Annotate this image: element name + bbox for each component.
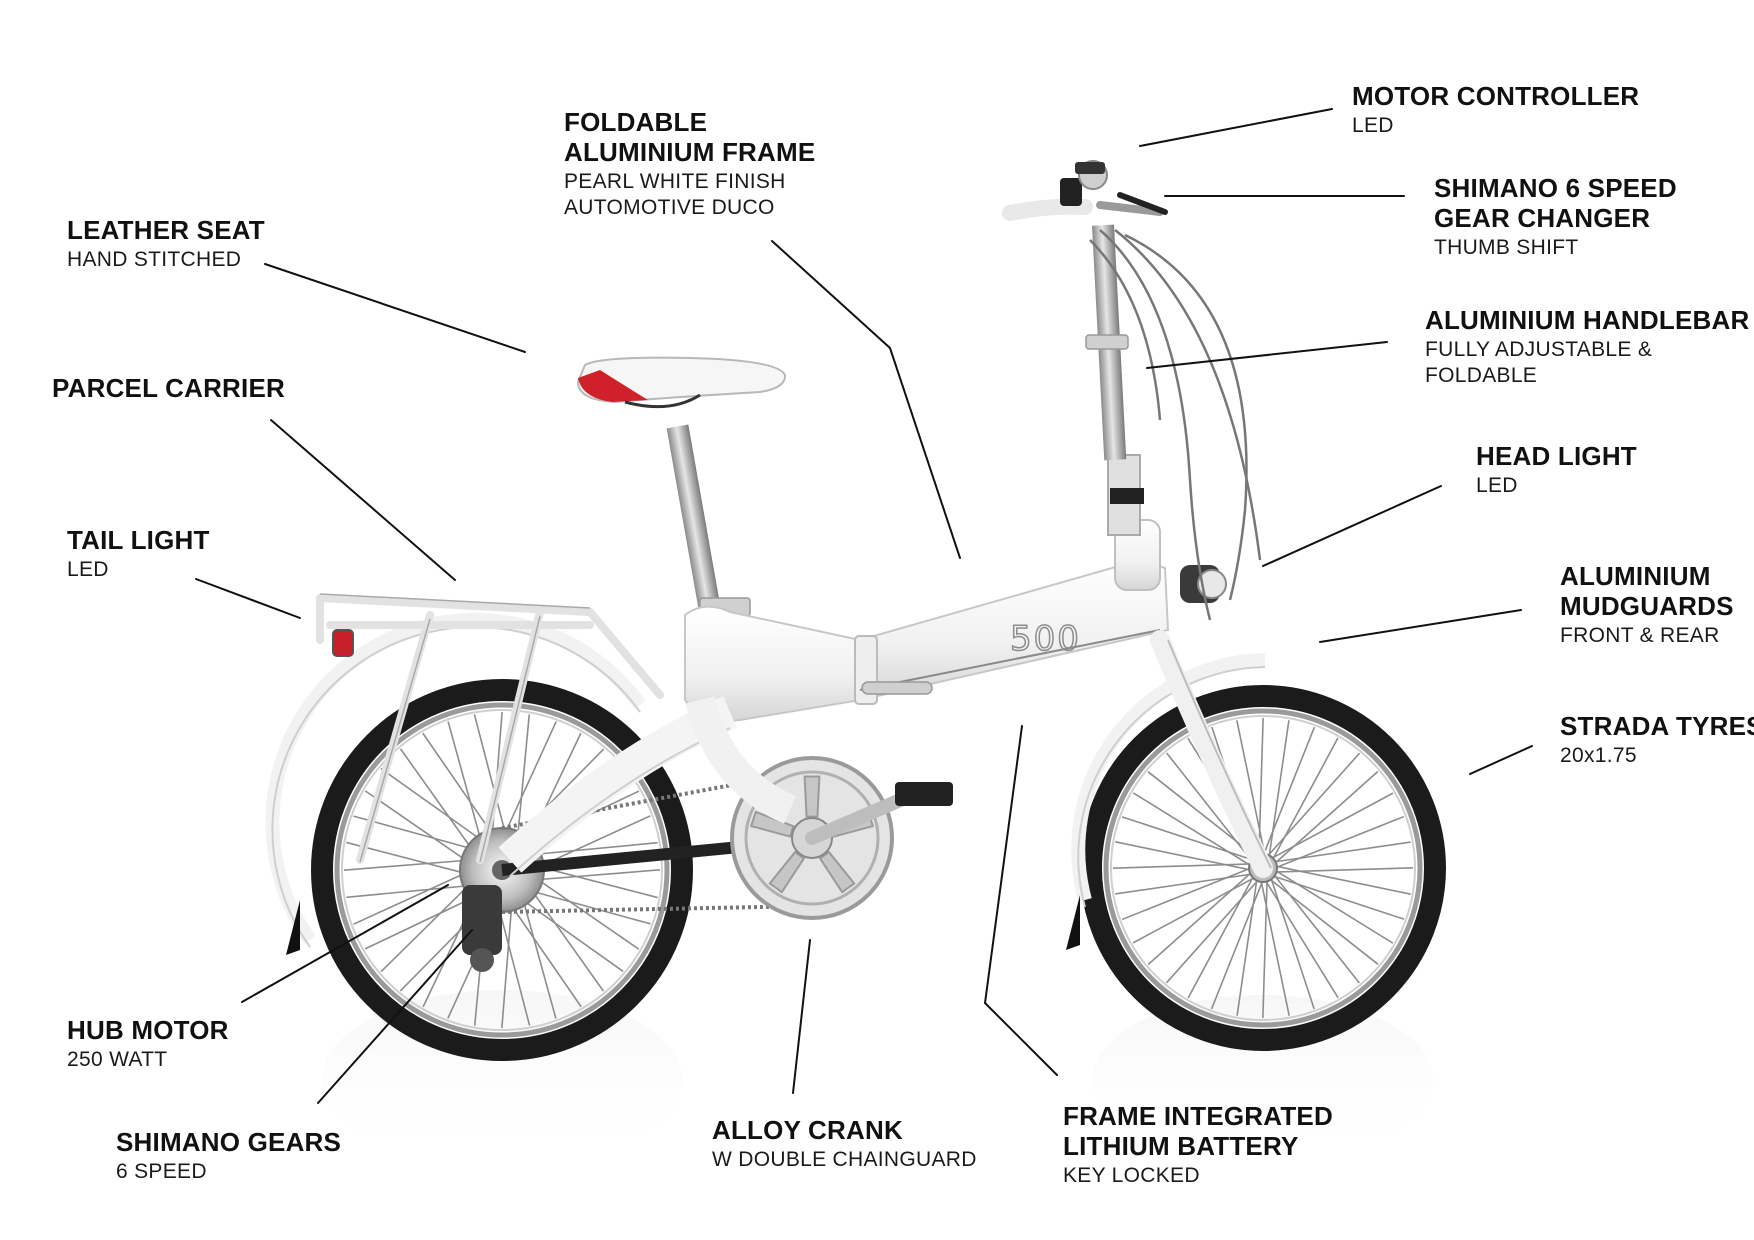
- label-title: SHIMANO GEARS: [116, 1128, 341, 1158]
- label-title: ALUMINIUM FRAME: [564, 138, 815, 168]
- leader-handlebar: [1147, 342, 1387, 368]
- label-title: ALLOY CRANK: [712, 1116, 977, 1146]
- leader-parcel-carrier: [271, 420, 455, 580]
- label-tyres: STRADA TYRES 20x1.75: [1560, 712, 1754, 768]
- label-subtitle: KEY LOCKED: [1063, 1164, 1333, 1188]
- label-title: HUB MOTOR: [67, 1016, 229, 1046]
- label-motor-controller: MOTOR CONTROLLER LED: [1352, 82, 1639, 138]
- leader-mudguards: [1320, 610, 1521, 642]
- label-subtitle: PEARL WHITE FINISH: [564, 170, 815, 194]
- leader-tail-light: [196, 579, 300, 618]
- label-mudguards: ALUMINIUM MUDGUARDS FRONT & REAR: [1560, 562, 1734, 648]
- label-leather-seat: LEATHER SEAT HAND STITCHED: [67, 216, 265, 272]
- label-title: ALUMINIUM: [1560, 562, 1734, 592]
- leader-motor-controller: [1140, 109, 1332, 146]
- label-subtitle: 6 SPEED: [116, 1160, 341, 1184]
- label-subtitle: HAND STITCHED: [67, 248, 265, 272]
- label-title: HEAD LIGHT: [1476, 442, 1637, 472]
- label-subtitle: FOLDABLE: [1425, 364, 1749, 388]
- label-title: GEAR CHANGER: [1434, 204, 1677, 234]
- label-subtitle: LED: [1476, 474, 1637, 498]
- leader-foldable-frame: [772, 241, 960, 558]
- label-parcel-carrier: PARCEL CARRIER: [52, 374, 285, 404]
- label-battery: FRAME INTEGRATED LITHIUM BATTERY KEY LOC…: [1063, 1102, 1333, 1188]
- label-title: LEATHER SEAT: [67, 216, 265, 246]
- label-subtitle: LED: [67, 558, 210, 582]
- label-title: SHIMANO 6 SPEED: [1434, 174, 1677, 204]
- label-subtitle: THUMB SHIFT: [1434, 236, 1677, 260]
- label-gear-changer: SHIMANO 6 SPEED GEAR CHANGER THUMB SHIFT: [1434, 174, 1677, 260]
- leader-hub-motor: [242, 885, 448, 1002]
- label-handlebar: ALUMINIUM HANDLEBAR FULLY ADJUSTABLE & F…: [1425, 306, 1749, 388]
- label-head-light: HEAD LIGHT LED: [1476, 442, 1637, 498]
- leader-alloy-crank: [793, 940, 810, 1093]
- label-subtitle: 250 WATT: [67, 1048, 229, 1072]
- label-title: PARCEL CARRIER: [52, 374, 285, 404]
- label-subtitle: FULLY ADJUSTABLE &: [1425, 338, 1749, 362]
- label-foldable-frame: FOLDABLE ALUMINIUM FRAME PEARL WHITE FIN…: [564, 108, 815, 220]
- leader-tyres: [1470, 746, 1532, 774]
- label-title: STRADA TYRES: [1560, 712, 1754, 742]
- label-title: FRAME INTEGRATED: [1063, 1102, 1333, 1132]
- label-title: LITHIUM BATTERY: [1063, 1132, 1333, 1162]
- label-tail-light: TAIL LIGHT LED: [67, 526, 210, 582]
- label-subtitle: AUTOMOTIVE DUCO: [564, 196, 815, 220]
- leader-leather-seat: [265, 264, 525, 352]
- label-title: ALUMINIUM HANDLEBAR: [1425, 306, 1749, 336]
- label-subtitle: W DOUBLE CHAINGUARD: [712, 1148, 977, 1172]
- label-hub-motor: HUB MOTOR 250 WATT: [67, 1016, 229, 1072]
- label-title: MOTOR CONTROLLER: [1352, 82, 1639, 112]
- label-subtitle: LED: [1352, 114, 1639, 138]
- label-alloy-crank: ALLOY CRANK W DOUBLE CHAINGUARD: [712, 1116, 977, 1172]
- label-title: TAIL LIGHT: [67, 526, 210, 556]
- leader-battery: [985, 726, 1057, 1075]
- label-subtitle: FRONT & REAR: [1560, 624, 1734, 648]
- label-title: FOLDABLE: [564, 108, 815, 138]
- label-subtitle: 20x1.75: [1560, 744, 1754, 768]
- label-shimano-gears: SHIMANO GEARS 6 SPEED: [116, 1128, 341, 1184]
- leader-shimano-gears: [318, 930, 472, 1103]
- label-title: MUDGUARDS: [1560, 592, 1734, 622]
- leader-head-light: [1263, 486, 1441, 566]
